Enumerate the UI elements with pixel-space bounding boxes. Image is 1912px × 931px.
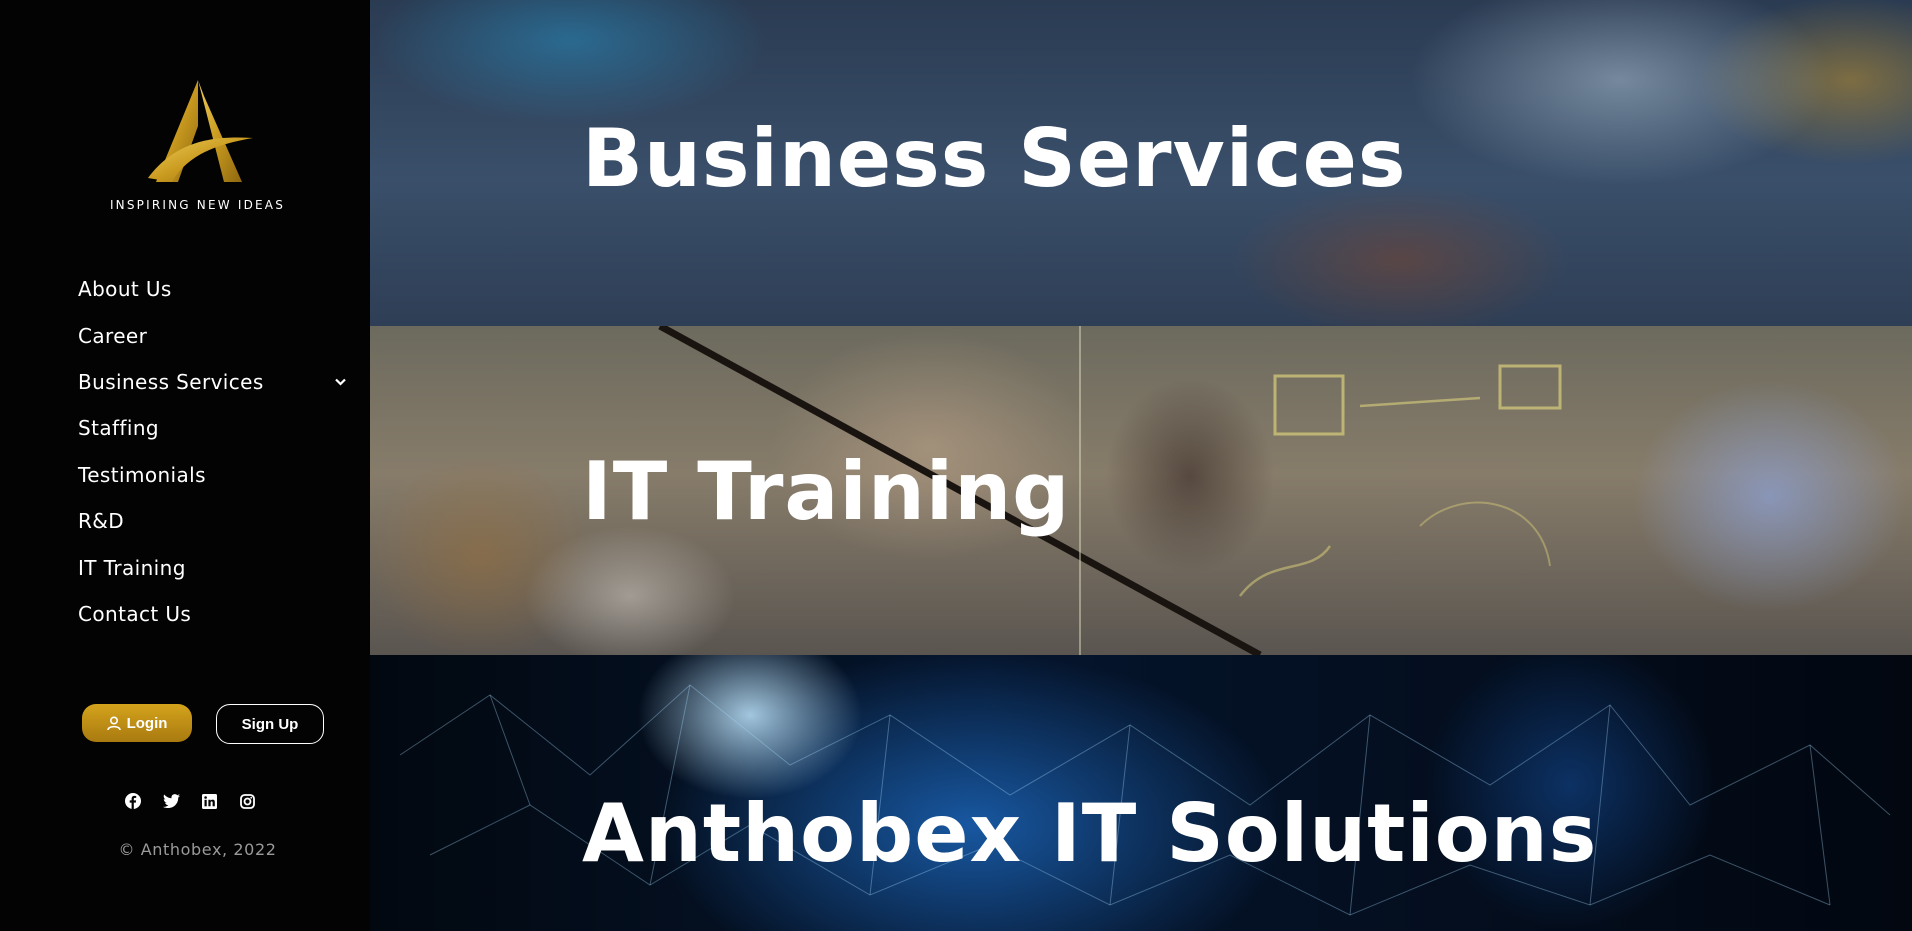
nav-item-it-training[interactable]: IT Training (78, 544, 348, 590)
nav-item-label: About Us (78, 277, 172, 302)
anthobex-it-solutions-panel[interactable]: Anthobex IT Solutions (370, 655, 1912, 931)
main-nav: About Us Career Business Services Staffi… (78, 266, 348, 637)
auth-buttons: Login Sign Up (82, 704, 324, 744)
copyright: © Anthobex, 2022 (118, 840, 277, 859)
panel-title: IT Training (582, 445, 1071, 538)
nav-item-label: Staffing (78, 416, 160, 441)
nav-item-contact-us[interactable]: Contact Us (78, 591, 348, 637)
anthobex-a-logo-icon (147, 80, 253, 182)
brand-tagline: INSPIRING NEW IDEAS (109, 198, 286, 212)
signup-label: Sign Up (241, 715, 299, 733)
nav-item-about-us[interactable]: About Us (78, 266, 348, 312)
glass-drawing-overlay (658, 326, 1562, 655)
nav-item-label: Career (78, 323, 148, 348)
nav-item-staffing[interactable]: Staffing (78, 405, 348, 451)
nav-item-business-services[interactable]: Business Services (78, 359, 348, 405)
network-overlay (399, 684, 1891, 916)
nav-item-label: R&D (78, 509, 125, 534)
signup-button[interactable]: Sign Up (216, 704, 324, 744)
twitter-icon[interactable] (162, 792, 180, 810)
business-services-panel[interactable]: Business Services (370, 0, 1912, 326)
nav-item-label: Contact Us (78, 601, 192, 626)
nav-item-label: Business Services (78, 369, 264, 394)
user-icon (106, 715, 121, 730)
nav-item-testimonials[interactable]: Testimonials (78, 452, 348, 498)
social-links (124, 792, 256, 810)
facebook-icon[interactable] (124, 792, 142, 810)
brand-logo[interactable]: INSPIRING NEW IDEAS (0, 78, 395, 212)
nav-item-career[interactable]: Career (78, 312, 348, 358)
panel-title: Business Services (582, 112, 1407, 205)
panel-title: Anthobex IT Solutions (582, 787, 1598, 880)
sidebar: INSPIRING NEW IDEAS About Us Career Busi… (0, 0, 370, 931)
nav-item-rnd[interactable]: R&D (78, 498, 348, 544)
login-button[interactable]: Login (82, 704, 192, 742)
instagram-icon[interactable] (238, 792, 256, 810)
linkedin-icon[interactable] (200, 792, 218, 810)
it-training-panel[interactable]: IT Training (370, 326, 1912, 655)
nav-item-label: Testimonials (78, 462, 206, 487)
chevron-down-icon[interactable] (335, 375, 346, 389)
login-label: Login (126, 714, 168, 732)
nav-item-label: IT Training (78, 555, 186, 580)
